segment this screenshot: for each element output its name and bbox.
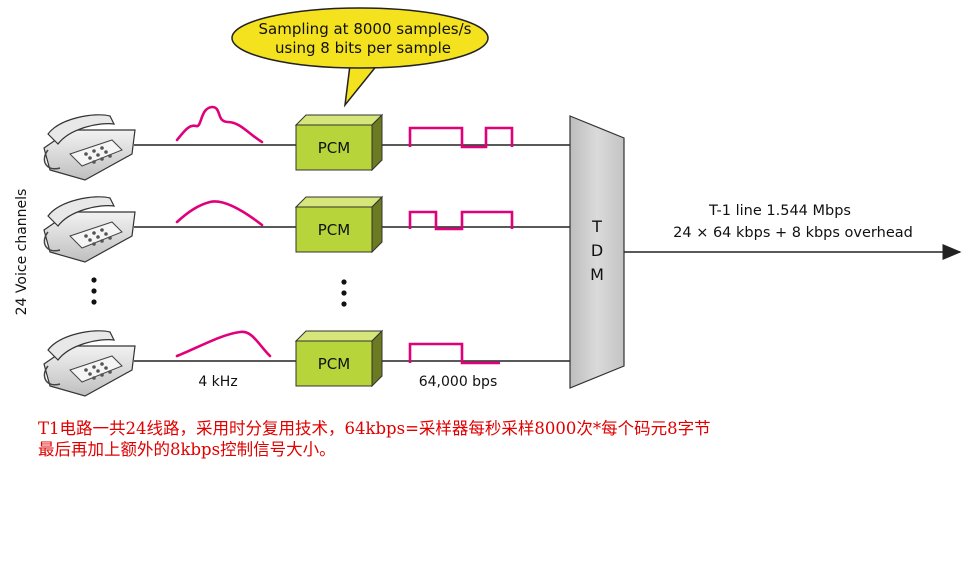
pcm-label: PCM: [318, 139, 350, 157]
tdm-letter-d: D: [591, 241, 603, 260]
ellipsis-dots-left: [91, 277, 97, 305]
pcm-block: PCM: [294, 195, 384, 254]
sampling-callout: Sampling at 8000 samples/s using 8 bits …: [231, 7, 489, 108]
caption-note: T1电路一共24线路，采用时分复用技术，64kbps=采样器每秒采样8000次*…: [38, 418, 711, 460]
pcm-block: PCM: [294, 113, 384, 172]
tdm-letter-t: T: [591, 217, 602, 236]
tdm-multiplexer: T D M: [569, 115, 625, 389]
telephone-icon: [43, 330, 136, 397]
pcm-block: PCM: [294, 329, 384, 388]
ellipsis-dots-pcm: [341, 279, 347, 307]
digital-rate-label: 64,000 bps: [419, 374, 498, 390]
analog-signals: [175, 105, 272, 358]
analog-bandwidth-label: 4 kHz: [198, 374, 237, 390]
pcm-label: PCM: [318, 355, 350, 373]
channel-lines: [134, 144, 572, 362]
callout-line-2: using 8 bits per sample: [275, 39, 451, 57]
caption-line-1: T1电路一共24线路，采用时分复用技术，64kbps=采样器每秒采样8000次*…: [38, 419, 711, 438]
t1-overhead: 24 × 64 kbps + 8 kbps overhead: [673, 225, 913, 241]
caption-line-2: 最后再加上额外的8kbps控制信号大小。: [38, 440, 336, 459]
telephone-icon: [43, 196, 136, 263]
digital-signals: [408, 126, 514, 365]
t1-line-rate: T-1 line 1.544 Mbps: [708, 203, 851, 219]
voice-channels-label: 24 Voice channels: [14, 189, 30, 316]
callout-line-1: Sampling at 8000 samples/s: [259, 20, 472, 38]
tdm-letter-m: M: [590, 265, 604, 284]
pcm-label: PCM: [318, 221, 350, 239]
telephone-icon: [43, 114, 136, 181]
